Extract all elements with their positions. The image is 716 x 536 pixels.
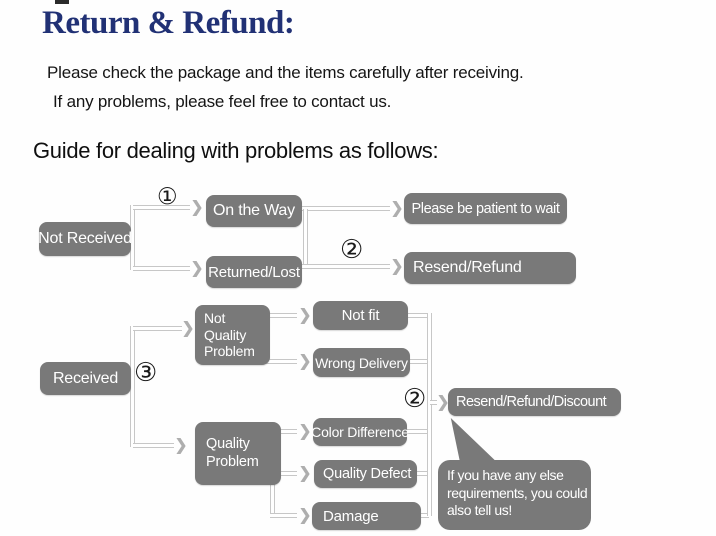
node-damage: Damage (312, 502, 421, 530)
step-2-badge: ② (403, 384, 427, 414)
page-title: Return & Refund: (42, 5, 295, 41)
node-not-fit: Not fit (313, 301, 408, 330)
arrowhead-icon: ❯ (298, 463, 312, 482)
arrowhead-icon: ❯ (190, 197, 204, 216)
node-color-difference: Color Difference (311, 418, 409, 446)
arrowhead-icon: ❯ (436, 392, 450, 411)
connector-line (261, 313, 297, 318)
node-please-be-patient: Please be patient to wait (404, 193, 567, 224)
connector-line (408, 313, 429, 318)
speech-bubble: If you have any else requirements, you c… (438, 460, 591, 530)
arrowhead-icon: ❯ (181, 318, 195, 337)
subtitle-line-1: Please check the package and the items c… (47, 63, 524, 82)
image-artifact (55, 0, 69, 4)
connector-line (430, 400, 437, 405)
node-resend-refund-discount: Resend/Refund/Discount (448, 388, 621, 416)
node-not-received: Not Received (38, 222, 132, 256)
step-3-badge: ③ (134, 358, 158, 388)
node-quality-problem: Quality Problem (195, 422, 281, 485)
connector-line (303, 209, 308, 267)
node-on-the-way: On the Way (206, 195, 302, 227)
connector-line (133, 266, 190, 271)
arrowhead-icon: ❯ (190, 258, 204, 277)
connector-line (410, 359, 429, 364)
connector-line (407, 429, 429, 434)
bubble-line: requirements, you could (447, 484, 588, 501)
node-wrong-delivery: Wrong Delivery (313, 348, 410, 377)
connector-line (302, 206, 390, 211)
connector-line (270, 429, 297, 434)
connector-line (270, 471, 297, 476)
step-1-badge: ① (157, 184, 178, 210)
arrowhead-icon: ❯ (298, 305, 312, 324)
connector-line (270, 513, 297, 518)
bubble-line: also tell us! (447, 502, 512, 518)
guide-heading: Guide for dealing with problems as follo… (33, 138, 439, 163)
arrowhead-icon: ❯ (390, 256, 404, 275)
connector-line (133, 205, 190, 210)
arrowhead-icon: ❯ (174, 435, 188, 454)
node-resend-refund: Resend/Refund (404, 252, 576, 284)
step-2-badge: ② (340, 235, 364, 265)
connector-line (133, 326, 182, 331)
arrowhead-icon: ❯ (298, 351, 312, 370)
connector-line (133, 443, 174, 448)
node-quality-defect: Quality Defect (314, 460, 417, 488)
node-received: Received (40, 362, 131, 395)
arrowhead-icon: ❯ (298, 421, 312, 440)
node-not-quality-problem: Not Quality Problem (195, 305, 270, 365)
connector-line (427, 313, 432, 516)
node-returned-lost: Returned/Lost (206, 256, 302, 288)
connector-line (261, 359, 297, 364)
bubble-line: If you have any else (447, 467, 564, 483)
arrowhead-icon: ❯ (298, 505, 312, 524)
subtitle-line-2: If any problems, please feel free to con… (53, 92, 392, 111)
connector-line (302, 264, 390, 269)
speech-bubble-tail (450, 418, 499, 464)
arrowhead-icon: ❯ (390, 198, 404, 217)
connector-line (408, 471, 429, 476)
